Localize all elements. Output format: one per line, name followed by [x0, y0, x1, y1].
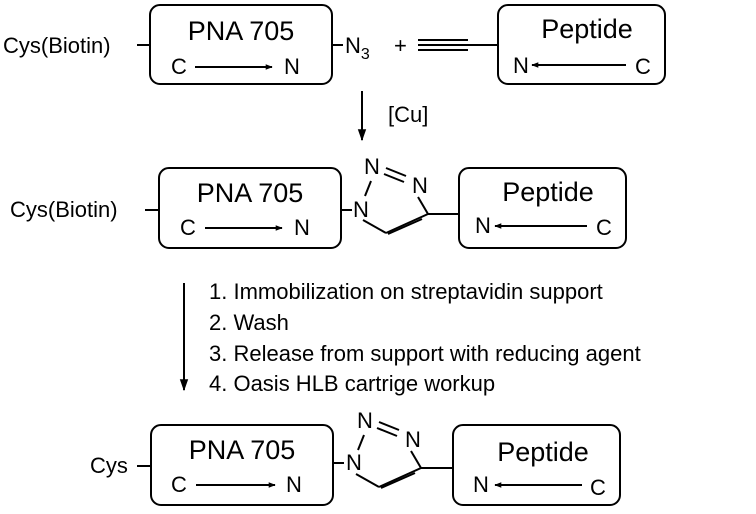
alkyne-triple-bond [418, 39, 468, 51]
azide-label: N3 [345, 33, 370, 63]
catalyst-label: [Cu] [388, 102, 428, 127]
triazole-ring: N N N [353, 154, 429, 235]
workup-step: 1. Immobilization on streptavidin suppor… [179, 279, 641, 396]
triazole-n2: N [357, 408, 373, 433]
c-terminus-label: C [590, 475, 606, 500]
cu-catalysis-step: [Cu] [357, 91, 428, 142]
reactant-peptide-alkyne: Peptide N C [418, 4, 666, 85]
triazole-n2: N [364, 154, 380, 179]
workup-step-1: 1. Immobilization on streptavidin suppor… [209, 279, 603, 304]
reactant-pna-azide: Cys(Biotin) PNA 705 C N N3 [3, 4, 370, 85]
triazole-n1: N [346, 450, 362, 475]
c-terminus-label: C [171, 54, 187, 79]
workup-step-4: 4. Oasis HLB cartrige workup [209, 371, 495, 396]
peptide-label: Peptide [541, 14, 633, 44]
triazole-n3: N [405, 427, 421, 452]
triazole-n3: N [412, 173, 428, 198]
n-terminus-label: N [286, 472, 302, 497]
c-terminus-label: C [171, 472, 187, 497]
peptide-label: Peptide [497, 437, 589, 467]
workup-step-3: 3. Release from support with reducing ag… [209, 341, 641, 366]
pna-705-label: PNA 705 [188, 16, 295, 46]
n-terminus-label: N [513, 53, 529, 78]
triazole-n1: N [353, 197, 369, 222]
plus-sign: + [394, 33, 407, 58]
c-terminus-label: C [180, 215, 196, 240]
cys-biotin-label: Cys(Biotin) [10, 197, 118, 222]
triazole-ring: N N N [346, 408, 422, 489]
pna-705-label: PNA 705 [197, 178, 304, 208]
click-product: Cys(Biotin) PNA 705 C N N N N Peptide N … [10, 154, 627, 249]
pna-705-box [158, 167, 342, 249]
cys-label: Cys [90, 453, 128, 478]
n-terminus-label: N [284, 54, 300, 79]
peptide-label: Peptide [502, 177, 594, 207]
cys-biotin-label: Cys(Biotin) [3, 33, 111, 58]
n-terminus-label: N [294, 215, 310, 240]
n-terminus-label: N [473, 472, 489, 497]
n-terminus-label: N [475, 213, 491, 238]
workup-step-2: 2. Wash [209, 310, 289, 335]
pna-705-label: PNA 705 [189, 435, 296, 465]
c-terminus-label: C [635, 54, 651, 79]
c-terminus-label: C [596, 215, 612, 240]
final-conjugate: Cys PNA 705 C N N N N Peptide N C [90, 408, 621, 506]
